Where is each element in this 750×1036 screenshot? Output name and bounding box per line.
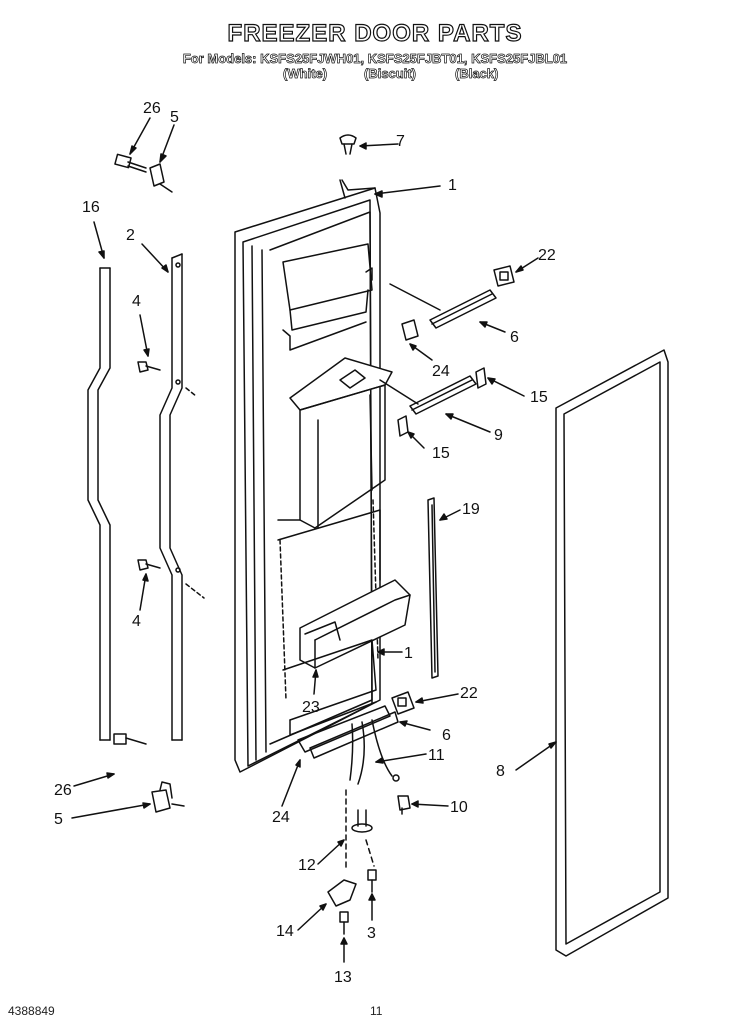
- part-6-upper-rail: [389, 283, 497, 329]
- part-7-screw: [339, 134, 357, 155]
- callout-5-bottom: 5: [54, 811, 63, 828]
- callout-1-bottom: 1: [404, 645, 413, 662]
- color-biscuit: (Biscuit): [364, 66, 417, 82]
- dispenser-housing: [277, 357, 393, 581]
- page-title: FREEZER DOOR PARTS: [227, 19, 523, 47]
- callout-6-top: 6: [510, 329, 519, 346]
- part-8-gasket: [555, 349, 669, 957]
- lower-compartment: [282, 639, 399, 759]
- callout-3: 3: [367, 925, 376, 942]
- doc-number: 4388849: [8, 1004, 55, 1018]
- callout-7: 7: [396, 133, 405, 150]
- callout-4-top: 4: [132, 293, 141, 310]
- part-24-upper-clip: [401, 319, 419, 341]
- part-13-screw: [339, 911, 349, 935]
- color-white: (White): [283, 66, 328, 82]
- models-line: For Models: KSFS25FJWH01, KSFS25FJBT01, …: [182, 51, 568, 67]
- color-black: (Black): [455, 66, 499, 82]
- callout-5-top: 5: [170, 109, 179, 126]
- top-bolt-bracket: [114, 153, 173, 193]
- callout-11: 11: [428, 747, 445, 764]
- callout-10: 10: [450, 799, 468, 816]
- upper-compartment: [282, 243, 373, 351]
- part-2-hinge-bar: [159, 253, 205, 741]
- callout-4-bottom: 4: [132, 613, 141, 630]
- callout-12: 12: [298, 857, 316, 874]
- part-19-strip: [427, 497, 439, 679]
- bottom-bolt-bracket: [113, 733, 185, 813]
- callout-labels: 26 5 7 1 16 2 22 4 6 24 15 9 15 19 4 1 2…: [54, 100, 556, 986]
- part-16-strip: [87, 267, 111, 741]
- part-22-lower-clip: [391, 691, 415, 715]
- part-14-hinge-bracket: [327, 879, 357, 907]
- door-panel: [234, 179, 381, 773]
- callout-13: 13: [334, 969, 352, 986]
- callout-24-bottom: 24: [272, 809, 290, 826]
- leader-lines: [71, 117, 557, 963]
- part-4-screws: [137, 361, 161, 571]
- part-11-wire-harness: [349, 719, 400, 785]
- callout-22-top: 22: [538, 247, 556, 264]
- callout-26-top: 26: [143, 100, 161, 117]
- callout-15-right: 15: [530, 389, 548, 406]
- page-number: 11: [370, 1004, 383, 1018]
- callout-23: 23: [302, 699, 320, 716]
- callout-9: 9: [494, 427, 503, 444]
- callout-1-top: 1: [448, 177, 457, 194]
- callout-8: 8: [496, 763, 505, 780]
- part-3-screw: [367, 869, 377, 893]
- callout-2: 2: [126, 227, 135, 244]
- callout-14: 14: [276, 923, 294, 940]
- callout-15-left: 15: [432, 445, 450, 462]
- door-bin: [299, 579, 411, 669]
- callout-16: 16: [82, 199, 100, 216]
- callout-6-bottom: 6: [442, 727, 451, 744]
- callout-19: 19: [462, 501, 480, 518]
- part-9-rail: [379, 367, 487, 437]
- part-12-hinge-pin: [345, 789, 375, 871]
- part-22-upper-clip: [493, 265, 515, 287]
- part-10-screw: [397, 795, 411, 815]
- callout-22-bottom: 22: [460, 685, 478, 702]
- callout-24-top: 24: [432, 363, 450, 380]
- callout-26-bottom: 26: [54, 782, 72, 799]
